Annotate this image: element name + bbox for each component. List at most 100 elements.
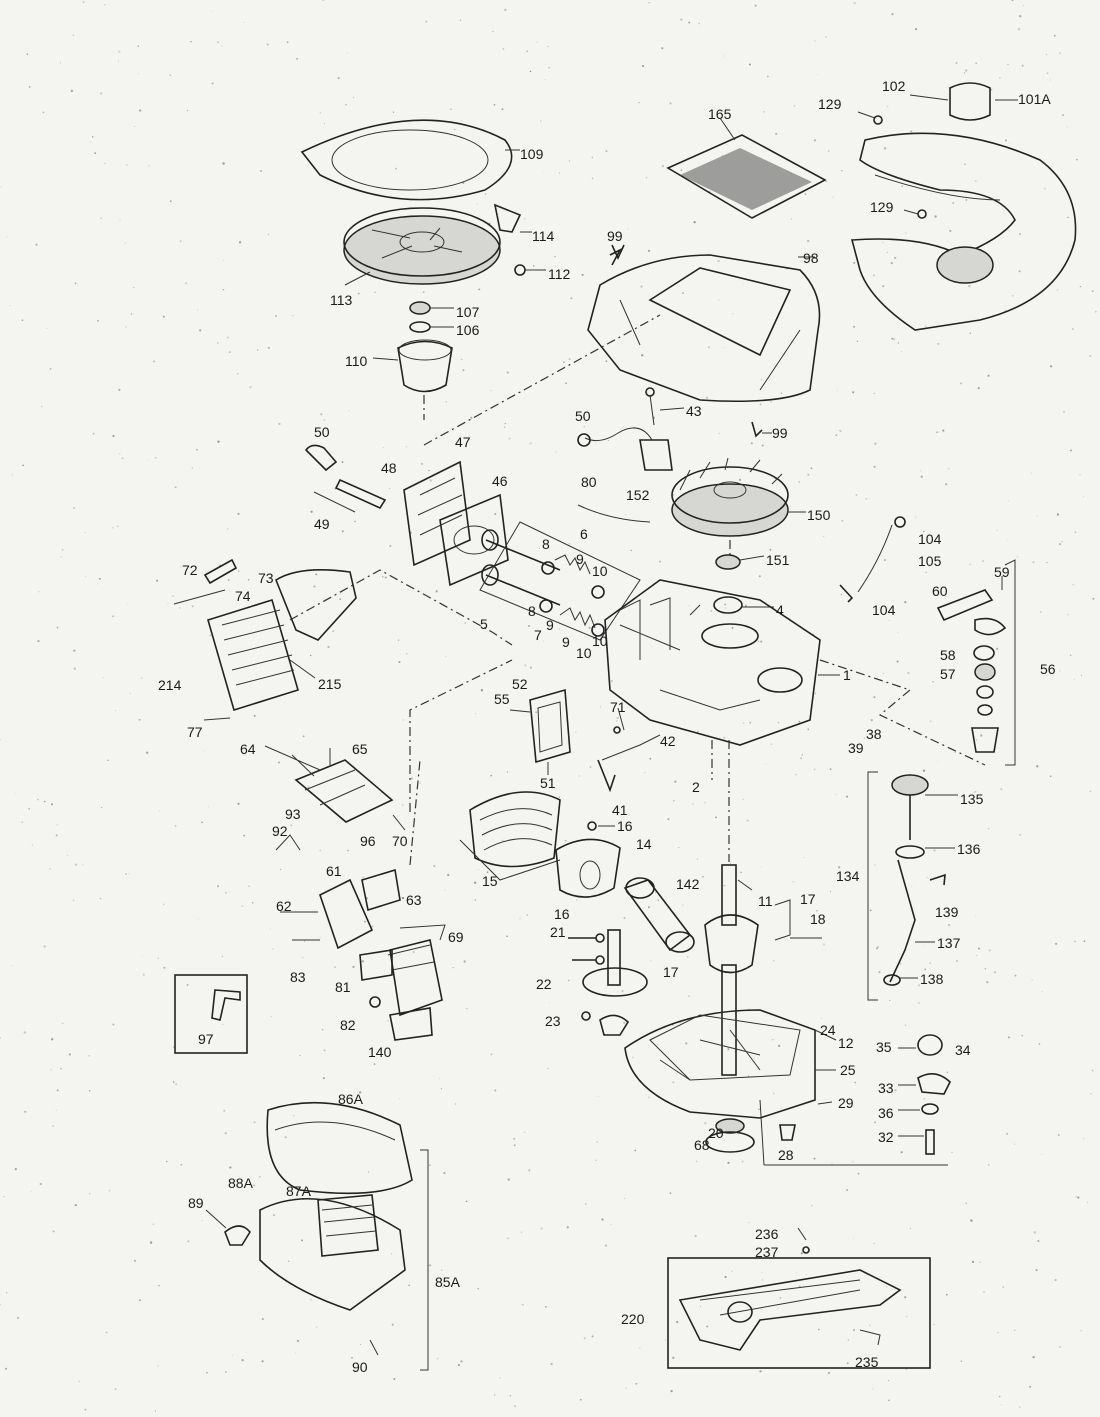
callout-p140: 140 xyxy=(368,1044,392,1060)
callout-p88A: 88A xyxy=(228,1175,253,1191)
callout-p104b: 104 xyxy=(872,602,896,618)
part-41-42-linkage xyxy=(597,707,713,793)
callout-p63: 63 xyxy=(406,892,422,908)
callout-p102: 102 xyxy=(882,78,906,94)
callout-p82: 82 xyxy=(340,1017,356,1033)
callout-p24: 24 xyxy=(820,1022,836,1038)
callout-p10c: 10 xyxy=(576,645,592,661)
part-99-screws xyxy=(611,244,772,438)
callout-p107: 107 xyxy=(456,304,480,320)
callout-p129a: 129 xyxy=(818,96,842,112)
part-152-ignition-module xyxy=(577,387,685,523)
callout-p90: 90 xyxy=(352,1359,368,1375)
part-101A-fuel-tank xyxy=(850,82,1077,331)
callout-p23: 23 xyxy=(545,1013,561,1029)
callout-p138: 138 xyxy=(920,971,944,987)
callout-p48: 48 xyxy=(381,460,397,476)
part-14-piston xyxy=(459,791,621,898)
callout-p61: 61 xyxy=(326,863,342,879)
callout-p16a: 16 xyxy=(617,818,633,834)
callout-p51: 51 xyxy=(540,775,556,791)
callout-p98: 98 xyxy=(803,250,819,266)
callout-p17b: 17 xyxy=(663,964,679,980)
callout-p32: 32 xyxy=(878,1129,894,1145)
callout-p50b: 50 xyxy=(575,408,591,424)
callout-p9c: 9 xyxy=(562,634,570,650)
callout-p104a: 104 xyxy=(918,531,942,547)
callout-p50a: 50 xyxy=(314,424,330,440)
callout-p73: 73 xyxy=(258,570,274,586)
callout-p17a: 17 xyxy=(800,891,816,907)
callout-p2: 2 xyxy=(692,779,700,795)
callout-p237: 237 xyxy=(755,1244,779,1260)
callout-p139: 139 xyxy=(935,904,959,920)
callout-p42: 42 xyxy=(660,733,676,749)
part-51-52-gaskets xyxy=(509,688,571,775)
callout-p16b: 16 xyxy=(554,906,570,922)
callout-p60: 60 xyxy=(932,583,948,599)
callout-p106: 106 xyxy=(456,322,480,338)
callout-p46: 46 xyxy=(492,473,508,489)
callout-p72: 72 xyxy=(182,562,198,578)
callout-p9a: 9 xyxy=(576,551,584,567)
callout-p11: 11 xyxy=(758,893,773,909)
callout-p110: 110 xyxy=(345,353,368,369)
callout-p21: 21 xyxy=(550,924,566,940)
callout-p65: 65 xyxy=(352,741,368,757)
callout-p34: 34 xyxy=(955,1042,971,1058)
callout-p64: 64 xyxy=(240,741,256,757)
part-5-6-valves xyxy=(479,521,641,641)
callout-p58a: 58 xyxy=(940,647,956,663)
callout-p134: 134 xyxy=(836,868,860,884)
callout-p14: 14 xyxy=(636,836,652,852)
callout-p10a: 10 xyxy=(592,563,608,579)
callout-p97: 97 xyxy=(198,1031,214,1047)
callout-p87A: 87A xyxy=(286,1183,311,1199)
callout-p47: 47 xyxy=(455,434,471,450)
callout-p68: 68 xyxy=(694,1137,710,1153)
callout-p99b: 99 xyxy=(772,425,788,441)
callout-p1: 1 xyxy=(843,667,851,683)
part-97-boxed xyxy=(174,974,248,1054)
callout-p81: 81 xyxy=(335,979,351,995)
callout-p214: 214 xyxy=(158,677,182,693)
part-34-governor xyxy=(898,1034,951,1155)
callout-p136: 136 xyxy=(957,841,981,857)
callout-p15: 15 xyxy=(482,873,498,889)
part-17-connecting-rod xyxy=(623,877,822,953)
callout-p152: 152 xyxy=(626,487,650,503)
callout-p92: 92 xyxy=(272,823,288,839)
callout-p8b: 8 xyxy=(528,603,536,619)
callout-p35: 35 xyxy=(876,1039,892,1055)
callout-p29: 29 xyxy=(838,1095,854,1111)
part-1-engine-block xyxy=(604,579,986,766)
callout-p165: 165 xyxy=(708,106,732,122)
callout-p43: 43 xyxy=(686,403,702,419)
part-85A-air-cleaner xyxy=(205,1101,429,1371)
part-214-muffler xyxy=(173,558,513,721)
callout-p69: 69 xyxy=(448,929,464,945)
callout-p135: 135 xyxy=(960,791,984,807)
callout-p38: 38 xyxy=(866,726,882,742)
callout-p99a: 99 xyxy=(607,228,623,244)
callout-p215: 215 xyxy=(318,676,342,692)
callout-p41: 41 xyxy=(612,802,628,818)
callout-p28: 28 xyxy=(778,1147,794,1163)
callout-p114: 114 xyxy=(532,228,555,244)
callout-p39: 39 xyxy=(848,740,864,756)
callout-p49: 49 xyxy=(314,516,330,532)
callout-p113: 113 xyxy=(330,292,353,308)
part-109-shield xyxy=(300,119,520,201)
callout-p235: 235 xyxy=(855,1354,879,1370)
callout-p9b: 9 xyxy=(546,617,554,633)
callout-p4: 4 xyxy=(776,602,784,618)
callout-p20: 20 xyxy=(708,1125,724,1141)
callout-p236: 236 xyxy=(755,1226,779,1242)
callout-p150: 150 xyxy=(807,507,831,523)
callout-p59: 59 xyxy=(994,564,1010,580)
callout-p86A: 86A xyxy=(338,1091,363,1107)
callout-p105: 105 xyxy=(918,553,942,569)
callout-p57: 57 xyxy=(940,666,956,682)
